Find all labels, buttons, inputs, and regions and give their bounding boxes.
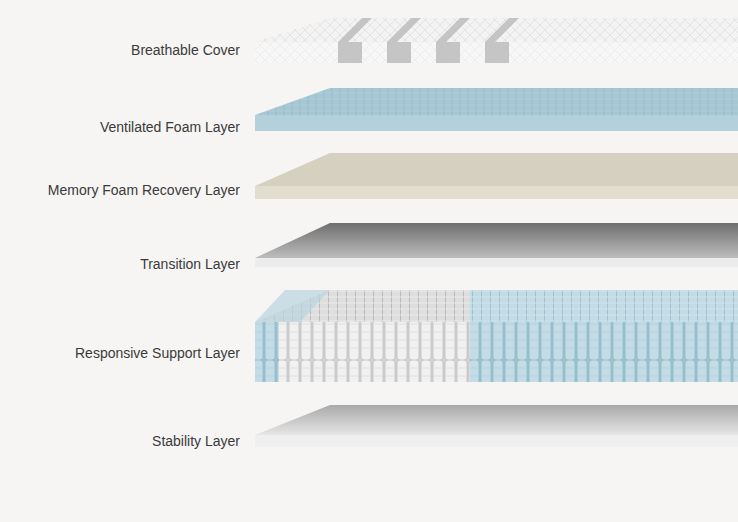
layer-label: Memory Foam Recovery Layer: [48, 181, 240, 199]
layer-label: Stability Layer: [152, 432, 240, 450]
layer-label: Ventilated Foam Layer: [100, 118, 240, 136]
layer-label: Transition Layer: [140, 255, 240, 273]
layer-label: Breathable Cover: [131, 41, 240, 59]
layer-label: Responsive Support Layer: [75, 344, 240, 362]
